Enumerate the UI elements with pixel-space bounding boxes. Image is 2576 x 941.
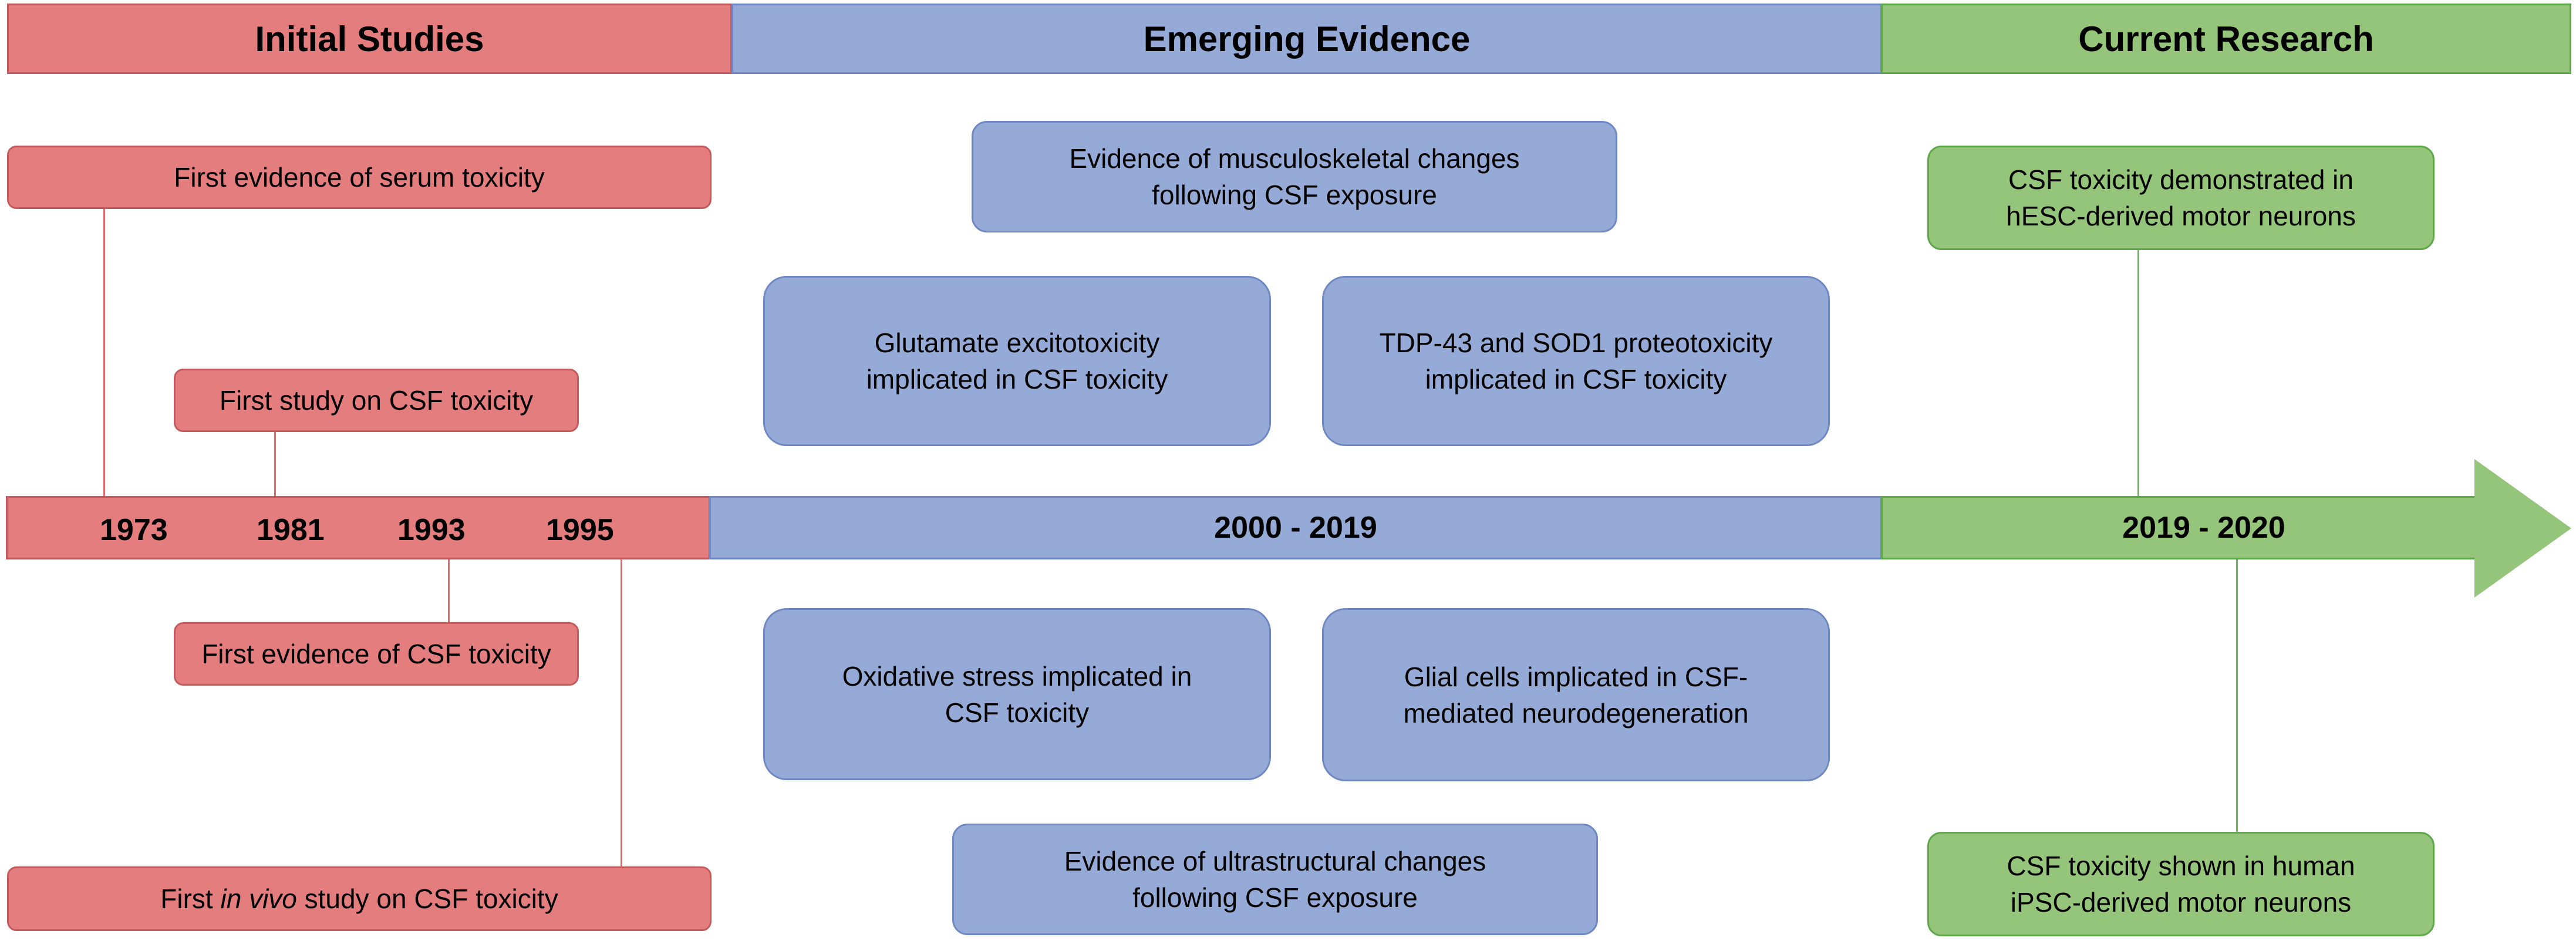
event-in-vivo-study-label: First in vivo study on CSF toxicity — [160, 881, 558, 917]
year-1993: 1993 — [397, 513, 466, 547]
event-ultrastructural-changes: Evidence of ultrastructural changes foll… — [952, 824, 1598, 935]
year-1981: 1981 — [257, 513, 325, 547]
event-musculoskeletal-changes-text: Evidence of musculoskeletal changes foll… — [1069, 140, 1519, 213]
event-musculoskeletal-changes: Evidence of musculoskeletal changes foll… — [972, 121, 1617, 232]
musculoskeletal-line-1: Evidence of musculoskeletal changes — [1069, 143, 1520, 174]
event-serum-toxicity-label: First evidence of serum toxicity — [174, 162, 545, 193]
tdp43-line-1: TDP-43 and SOD1 proteotoxicity — [1379, 328, 1773, 358]
connector-1995 — [621, 559, 622, 866]
oxidative-line-1: Oxidative stress implicated in — [842, 660, 1192, 692]
glial-line-1: Glial cells implicated in CSF- — [1404, 661, 1748, 692]
year-1973: 1973 — [100, 513, 168, 547]
event-hesc-motor-neurons: CSF toxicity demonstrated in hESC-derive… — [1927, 146, 2435, 250]
in-vivo-prefix: First — [160, 883, 221, 914]
header-emerging-evidence-label: Emerging Evidence — [1143, 19, 1471, 59]
event-glial-text: Glial cells implicated in CSF- mediated … — [1403, 659, 1748, 731]
header-initial-studies-label: Initial Studies — [255, 19, 484, 59]
event-ipsc-text: CSF toxicity shown in human iPSC-derived… — [2007, 848, 2355, 920]
timeline-range-current: 2019 - 2020 — [2122, 511, 2285, 545]
ipsc-line-2: iPSC-derived motor neurons — [2010, 887, 2352, 918]
timeline-blue-segment: 2000 - 2019 — [709, 496, 1882, 559]
timeline-range-emerging: 2000 - 2019 — [1214, 511, 1377, 545]
timeline-red-segment — [6, 496, 710, 559]
hesc-line-1: CSF toxicity demonstrated in — [2008, 164, 2354, 195]
hesc-line-2: hESC-derived motor neurons — [2006, 201, 2356, 231]
connector-hesc — [2137, 249, 2139, 497]
event-tdp43-text: TDP-43 and SOD1 proteotoxicity implicate… — [1380, 325, 1773, 397]
timeline-arrow-head — [2474, 459, 2571, 598]
event-first-csf-evidence-label: First evidence of CSF toxicity — [201, 639, 551, 669]
oxidative-line-2: CSF toxicity — [945, 697, 1090, 728]
header-initial-studies: Initial Studies — [7, 4, 732, 74]
ipsc-line-1: CSF toxicity shown in human — [2007, 851, 2355, 881]
timeline-green-segment: 2019 - 2020 — [1881, 496, 2480, 559]
event-ipsc-motor-neurons: CSF toxicity shown in human iPSC-derived… — [1927, 832, 2435, 936]
glutamate-line-2: implicated in CSF toxicity — [866, 364, 1168, 394]
event-glial-cells: Glial cells implicated in CSF- mediated … — [1322, 608, 1830, 781]
event-glutamate-excitotoxicity: Glutamate excitotoxicity implicated in C… — [763, 276, 1271, 446]
header-current-research-label: Current Research — [2078, 19, 2374, 59]
event-hesc-text: CSF toxicity demonstrated in hESC-derive… — [2006, 161, 2356, 234]
glial-line-2: mediated neurodegeneration — [1403, 697, 1749, 728]
tdp43-line-2: implicated in CSF toxicity — [1425, 364, 1727, 394]
in-vivo-italic: in vivo — [220, 883, 297, 914]
event-serum-toxicity: First evidence of serum toxicity — [7, 146, 712, 209]
glutamate-line-1: Glutamate excitotoxicity — [874, 328, 1160, 358]
connector-1993 — [448, 559, 450, 624]
event-first-csf-evidence: First evidence of CSF toxicity — [174, 622, 579, 686]
header-emerging-evidence: Emerging Evidence — [731, 4, 1882, 74]
musculoskeletal-line-2: following CSF exposure — [1152, 180, 1437, 210]
connector-1981 — [274, 431, 276, 496]
event-glutamate-text: Glutamate excitotoxicity implicated in C… — [866, 325, 1168, 397]
event-oxidative-stress: Oxidative stress implicated in CSF toxic… — [763, 608, 1271, 780]
event-tdp43-sod1-proteotoxicity: TDP-43 and SOD1 proteotoxicity implicate… — [1322, 276, 1830, 446]
event-first-csf-study: First study on CSF toxicity — [174, 369, 579, 432]
connector-1973 — [103, 208, 105, 496]
connector-ipsc — [2236, 559, 2238, 832]
in-vivo-suffix: study on CSF toxicity — [296, 883, 558, 914]
event-first-csf-study-label: First study on CSF toxicity — [219, 385, 534, 416]
event-in-vivo-study: First in vivo study on CSF toxicity — [7, 866, 712, 931]
event-oxidative-text: Oxidative stress implicated in CSF toxic… — [842, 658, 1192, 731]
year-1995: 1995 — [546, 513, 614, 547]
header-current-research: Current Research — [1881, 4, 2571, 74]
ultrastructural-line-2: following CSF exposure — [1132, 882, 1418, 913]
ultrastructural-line-1: Evidence of ultrastructural changes — [1064, 846, 1486, 876]
event-ultrastructural-text: Evidence of ultrastructural changes foll… — [1064, 843, 1486, 916]
